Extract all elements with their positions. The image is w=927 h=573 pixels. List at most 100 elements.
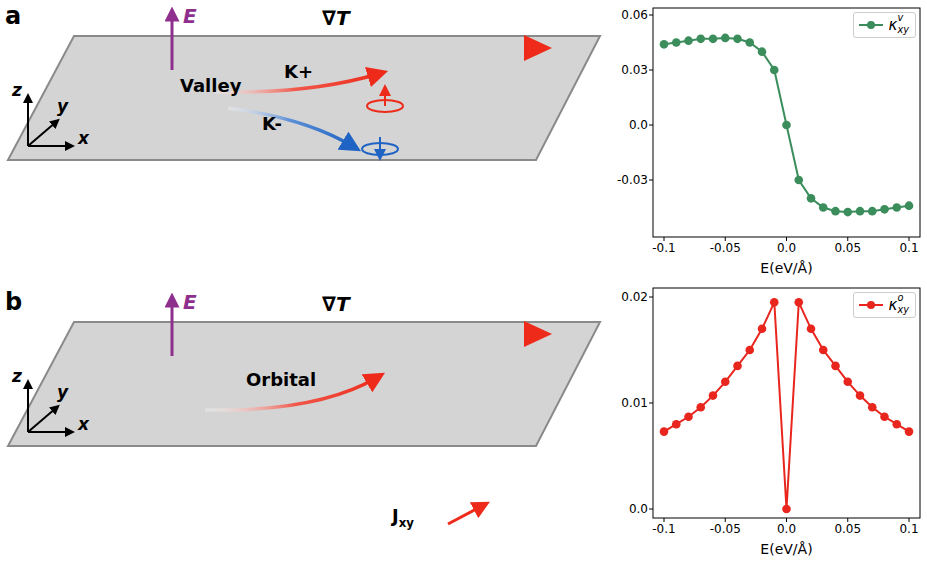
data-marker	[745, 38, 754, 47]
valley-k-minus-path	[228, 108, 352, 146]
data-marker	[831, 362, 840, 371]
data-marker	[758, 325, 767, 334]
tick-label: -0.05	[710, 242, 741, 254]
tick-label: 0.03	[621, 64, 648, 76]
gradient-symbol: ∇T	[322, 8, 350, 28]
data-marker	[807, 194, 816, 203]
axis-label: x	[78, 130, 89, 147]
data-marker	[880, 205, 889, 214]
data-marker	[696, 403, 705, 412]
data-marker	[892, 420, 901, 429]
tick-mark	[664, 518, 665, 522]
data-marker	[868, 207, 877, 216]
gradient-arrowhead	[524, 321, 552, 347]
data-marker	[684, 412, 693, 421]
tick-label: 0.1	[899, 523, 918, 535]
gradient-arrow	[325, 330, 528, 339]
data-marker	[892, 203, 901, 212]
axis-x	[28, 145, 70, 147]
data-marker	[660, 427, 669, 436]
data-marker	[721, 378, 730, 387]
legend-box: κvxy	[853, 12, 916, 38]
data-marker	[672, 38, 681, 47]
field-symbol: E	[183, 292, 197, 312]
tick-label: -0.1	[652, 242, 675, 254]
data-marker	[758, 47, 767, 56]
data-marker	[819, 203, 828, 212]
axis-label: y	[57, 98, 68, 115]
data-line	[664, 38, 909, 212]
valley-index: K+	[284, 63, 313, 81]
axis-z	[27, 384, 29, 432]
data-marker	[733, 362, 742, 371]
current-label: Jxy	[392, 507, 414, 525]
panel-letter: a	[5, 4, 21, 28]
panel-a-illustration	[8, 14, 600, 160]
data-marker	[672, 420, 681, 429]
plot-frame	[653, 8, 920, 237]
tick-mark	[725, 237, 726, 241]
valley-index: K-	[262, 115, 282, 133]
data-marker	[843, 378, 852, 387]
axis-label: x	[78, 416, 89, 433]
tick-mark	[649, 15, 653, 16]
panel-b-illustration	[8, 300, 600, 524]
axis-z	[27, 98, 29, 146]
axis-y	[28, 122, 56, 146]
data-marker	[831, 207, 840, 216]
efield-arrow	[171, 300, 174, 356]
tick-mark	[649, 297, 653, 298]
data-marker	[843, 208, 852, 217]
axis-title: E(eV/Å)	[760, 542, 812, 556]
data-marker	[782, 505, 791, 514]
data-marker	[745, 346, 754, 355]
tick-mark	[786, 518, 787, 522]
legend-text: κoxy	[889, 296, 909, 314]
tick-label: 0.0	[629, 119, 648, 131]
data-marker	[856, 207, 865, 216]
axis-label: y	[57, 384, 68, 401]
tick-mark	[847, 237, 848, 241]
tick-label: 0.02	[621, 291, 648, 303]
data-marker	[709, 391, 718, 400]
data-marker	[880, 412, 889, 421]
data-marker	[807, 325, 816, 334]
data-line	[664, 302, 909, 509]
tick-mark	[664, 237, 665, 241]
gradient-arrowhead	[524, 35, 552, 61]
tick-label: 0.01	[621, 397, 648, 409]
tick-label: -0.05	[710, 523, 741, 535]
tick-mark	[649, 125, 653, 126]
tick-label: 0.05	[834, 242, 861, 254]
axis-y	[28, 408, 56, 432]
plot-frame	[653, 288, 920, 518]
axis-title: E(eV/Å)	[760, 261, 812, 275]
sample-plane	[8, 322, 600, 446]
data-marker	[733, 35, 742, 44]
tick-label: 0.0	[629, 503, 648, 515]
tick-mark	[649, 70, 653, 71]
legend-box: κoxy	[853, 292, 916, 318]
data-marker	[709, 35, 718, 44]
data-marker	[819, 346, 828, 355]
data-marker	[868, 403, 877, 412]
field-symbol: E	[183, 6, 197, 26]
data-marker	[905, 427, 914, 436]
data-marker	[684, 36, 693, 45]
data-marker	[794, 298, 803, 307]
tick-mark	[909, 237, 910, 241]
data-marker	[770, 298, 779, 307]
axis-label: z	[12, 82, 22, 99]
valley-label: Valley	[180, 77, 241, 95]
legend-text: κvxy	[889, 16, 909, 34]
data-marker	[770, 66, 779, 75]
tick-mark	[725, 518, 726, 522]
orbital-label: Orbital	[246, 371, 316, 389]
axis-x	[28, 431, 70, 433]
efield-arrow	[171, 14, 174, 70]
legend-sample	[858, 298, 884, 312]
axis-label: z	[12, 368, 22, 385]
data-marker	[660, 40, 669, 49]
legend-sample	[858, 18, 884, 32]
